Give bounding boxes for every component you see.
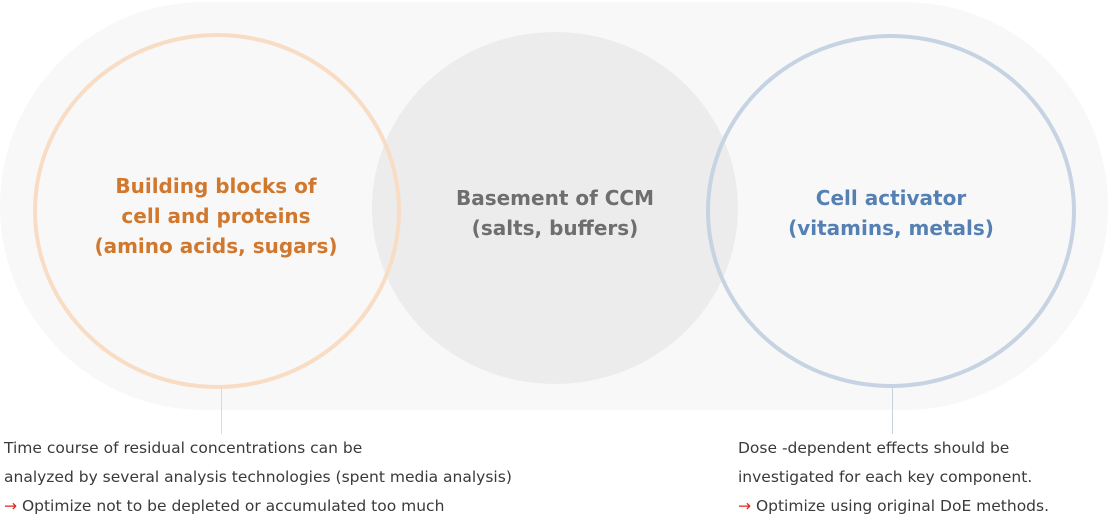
arrow-right-icon: → xyxy=(4,497,17,515)
center-circle xyxy=(372,32,738,384)
left-circle xyxy=(33,33,401,389)
arrow-right-icon: → xyxy=(738,497,751,515)
right-note-line: Dose -dependent effects should be xyxy=(738,439,1010,457)
right-circle-label: Cell activator (vitamins, metals) xyxy=(734,183,1048,243)
left-circle-label: Building blocks of cell and proteins (am… xyxy=(60,171,372,261)
left-circle-label-line: (amino acids, sugars) xyxy=(94,234,338,258)
right-note-line: investigated for each key component. xyxy=(738,468,1033,486)
right-note-line: → Optimize using original DoE methods. xyxy=(738,492,1049,521)
left-circle-label-line: Building blocks of xyxy=(115,174,317,198)
left-note-line: Time course of residual concentrations c… xyxy=(4,439,363,457)
right-note: Dose -dependent effects should be invest… xyxy=(738,434,1049,521)
left-note-conclusion: Optimize not to be depleted or accumulat… xyxy=(21,497,445,515)
center-circle-label-line: (salts, buffers) xyxy=(471,216,639,240)
left-note-line: → Optimize not to be depleted or accumul… xyxy=(4,492,512,521)
left-note-line: analyzed by several analysis technologie… xyxy=(4,468,512,486)
left-connector-line xyxy=(221,388,222,434)
center-circle-label: Basement of CCM (salts, buffers) xyxy=(400,183,710,243)
right-circle-label-line: (vitamins, metals) xyxy=(788,216,994,240)
left-circle-label-line: cell and proteins xyxy=(121,204,311,228)
right-note-conclusion: Optimize using original DoE methods. xyxy=(755,497,1050,515)
center-circle-label-line: Basement of CCM xyxy=(455,186,655,210)
right-circle xyxy=(706,34,1076,388)
right-circle-label-line: Cell activator xyxy=(815,186,967,210)
right-connector-line xyxy=(892,388,893,434)
left-note: Time course of residual concentrations c… xyxy=(4,434,512,521)
